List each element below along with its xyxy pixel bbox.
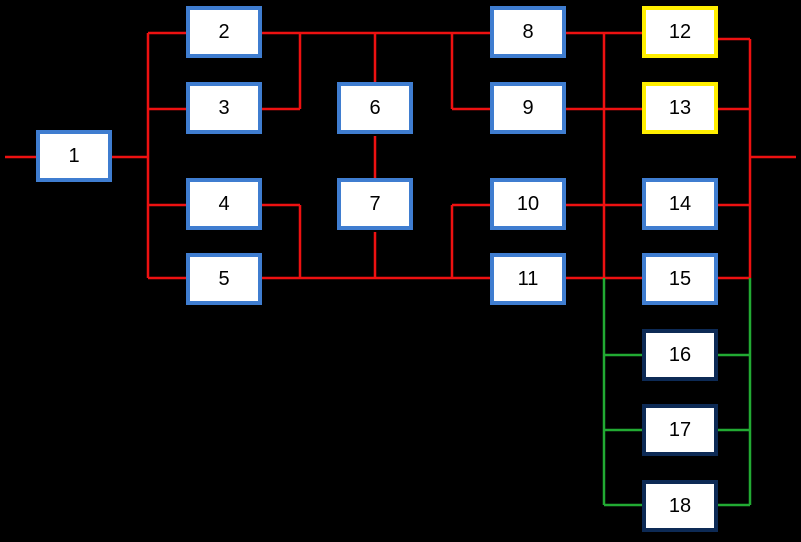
node-10: 10 [490, 178, 566, 230]
node-14: 14 [642, 178, 718, 230]
node-1: 1 [36, 130, 112, 182]
node-13: 13 [642, 82, 718, 134]
node-18: 18 [642, 480, 718, 532]
node-8: 8 [490, 6, 566, 58]
node-2: 2 [186, 6, 262, 58]
node-16: 16 [642, 329, 718, 381]
node-17: 17 [642, 404, 718, 456]
node-4: 4 [186, 178, 262, 230]
node-6: 6 [337, 82, 413, 134]
node-7: 7 [337, 178, 413, 230]
node-5: 5 [186, 253, 262, 305]
node-3: 3 [186, 82, 262, 134]
node-11: 11 [490, 253, 566, 305]
node-9: 9 [490, 82, 566, 134]
node-15: 15 [642, 253, 718, 305]
node-12: 12 [642, 6, 718, 58]
